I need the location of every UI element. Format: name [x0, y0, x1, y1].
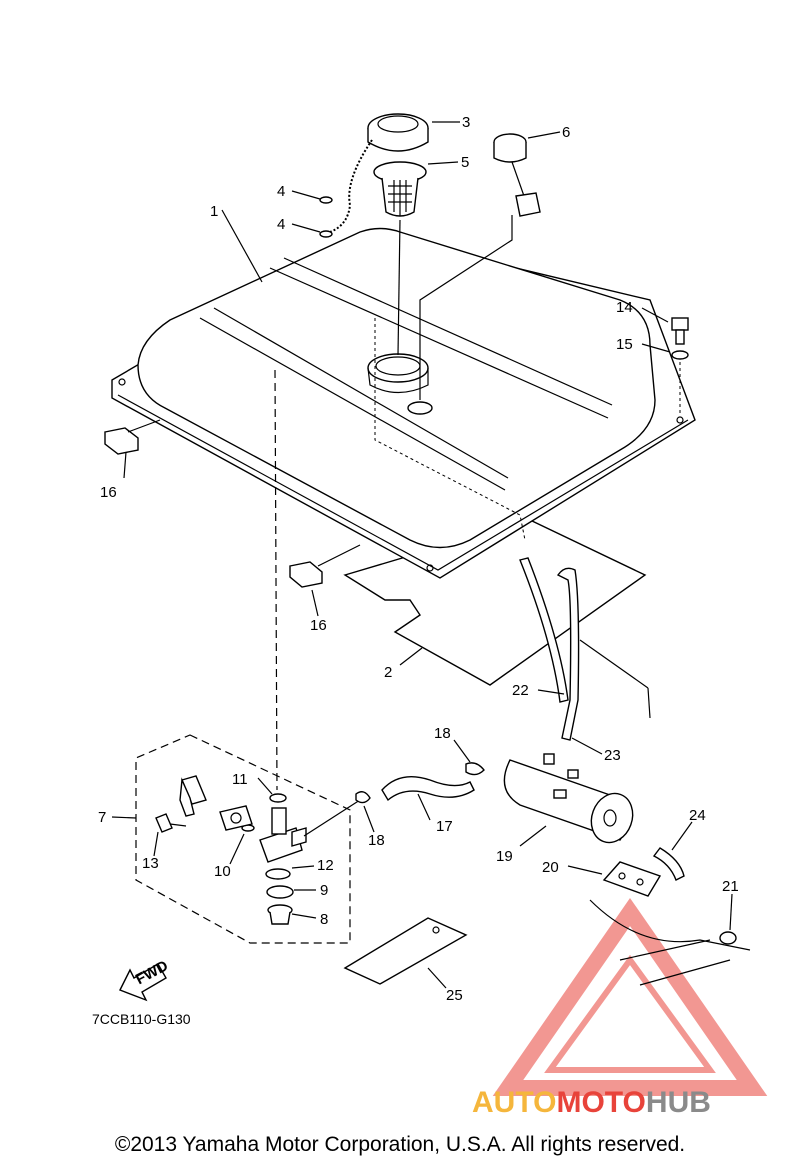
fuel-tank-part: [111, 227, 696, 579]
screw-13-part: [155, 813, 187, 833]
hose-17-part: [381, 776, 475, 802]
callout-15: 15: [616, 336, 633, 353]
callout-5: 5: [461, 154, 469, 171]
callout-21: 21: [722, 878, 739, 895]
bag-25-part: [343, 917, 468, 985]
callout-13: 13: [142, 855, 159, 872]
watermark-text: AUTOMOTOHUB: [472, 1086, 711, 1119]
cap-chain: [329, 139, 373, 233]
figure-code: 7CCB110-G130: [92, 1011, 191, 1027]
fuel-cap-part: [367, 113, 429, 152]
copyright-notice: ©2013 Yamaha Motor Corporation, U.S.A. A…: [115, 1133, 685, 1156]
callout-18b: 18: [368, 832, 385, 849]
cock-leader: [274, 369, 278, 791]
callout-9: 9: [320, 882, 328, 899]
hose-leader: [303, 799, 361, 837]
watermark-logo: [492, 897, 768, 1096]
callout-25: 25: [446, 987, 463, 1004]
callout-4b: 4: [277, 216, 285, 233]
gasket-part: [219, 805, 253, 831]
clamp-18-part: [465, 762, 485, 776]
fuel-gauge-part: [493, 133, 541, 217]
callout-18a: 18: [434, 725, 451, 742]
callout-16b: 16: [310, 617, 327, 634]
callout-6: 6: [562, 124, 570, 141]
callout-8: 8: [320, 911, 328, 928]
bracket-20-part: [602, 861, 662, 897]
washer-15-part: [671, 350, 689, 360]
frame-line: [619, 939, 731, 986]
callout-22: 22: [512, 682, 529, 699]
canister-part: [503, 753, 634, 844]
hose-23-part: [556, 567, 580, 741]
callout-24: 24: [689, 807, 706, 824]
callout-14: 14: [616, 299, 633, 316]
callout-1: 1: [210, 203, 218, 220]
callout-20: 20: [542, 859, 559, 876]
callout-16a: 16: [100, 484, 117, 501]
hose-22-part: [519, 557, 569, 703]
callout-labels: 1 2 3 4 4 5 6 7 8 9 10 11 12 13 14 15 16…: [98, 114, 739, 1004]
callout-17: 17: [436, 818, 453, 835]
gauge-leader: [419, 215, 513, 400]
strainer-part: [373, 161, 427, 217]
callout-19: 19: [496, 848, 513, 865]
hose-24-part: [652, 847, 685, 881]
callout-7: 7: [98, 809, 106, 826]
cock-group-box: [135, 734, 351, 944]
fwd-arrow-icon: FWD: [119, 957, 171, 1002]
callout-12: 12: [317, 857, 334, 874]
nut-21-part: [719, 931, 737, 945]
hose-leader: [579, 639, 649, 689]
clamp-18-part: [355, 791, 371, 804]
strainer-leader: [397, 219, 401, 356]
bowl-8-part: [267, 904, 293, 925]
callout-23: 23: [604, 747, 621, 764]
leader-lines: [111, 121, 733, 989]
washer-part: [319, 196, 333, 204]
washer-part: [319, 230, 333, 238]
callout-11: 11: [232, 771, 248, 788]
oring-9-part: [266, 885, 294, 899]
lever-part: [179, 775, 207, 817]
callout-3: 3: [462, 114, 470, 131]
clip-leader: [317, 544, 361, 567]
clip-leader: [127, 419, 161, 433]
callout-2: 2: [384, 664, 392, 681]
frame-line: [589, 899, 751, 951]
clip-part: [104, 427, 139, 455]
bolt-part: [671, 317, 689, 345]
clip-part: [289, 561, 323, 588]
fuel-cock-part: [259, 793, 307, 863]
callout-4a: 4: [277, 183, 285, 200]
callout-10: 10: [214, 863, 231, 880]
hose-leader: [647, 687, 651, 719]
filter-12-part: [265, 868, 291, 880]
